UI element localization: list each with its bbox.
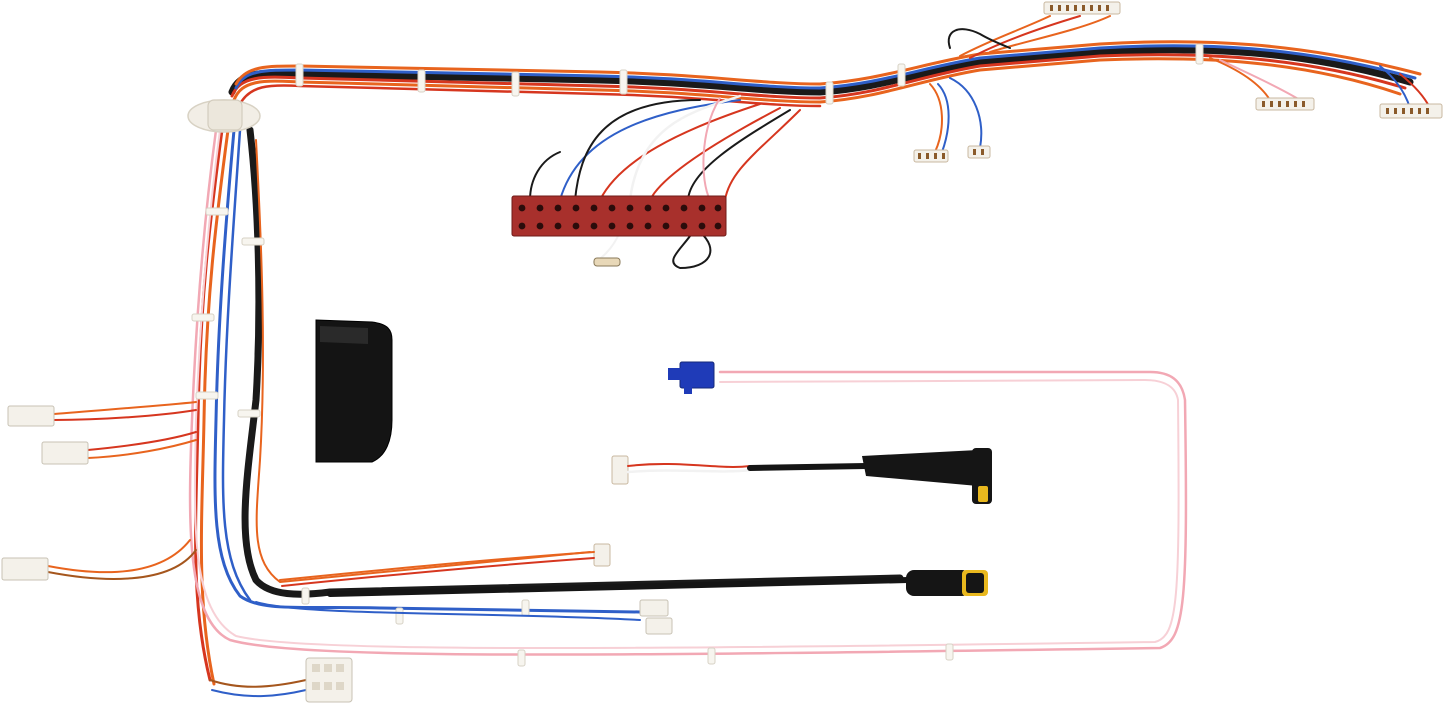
terminal-block — [511, 195, 727, 237]
left-connector-wires — [47, 401, 197, 580]
terminal-screws — [518, 204, 722, 230]
black-box-cover — [315, 319, 393, 463]
left-flag-connectors — [1, 405, 89, 581]
bottom-white-connector — [305, 657, 353, 703]
bottom-connector-wires — [209, 601, 641, 698]
sensor-cable — [626, 448, 992, 504]
cable-ties — [191, 43, 1204, 667]
terminal-block-wires — [529, 94, 801, 269]
grommet — [187, 99, 261, 133]
connector-pins — [918, 5, 1429, 159]
blue-connector — [668, 361, 715, 394]
resistor — [593, 257, 621, 267]
sensor-connector-wires — [279, 551, 595, 587]
small-sensor-connectors — [639, 599, 673, 635]
plug-cable — [327, 570, 988, 597]
top-right-branches — [929, 15, 1431, 153]
